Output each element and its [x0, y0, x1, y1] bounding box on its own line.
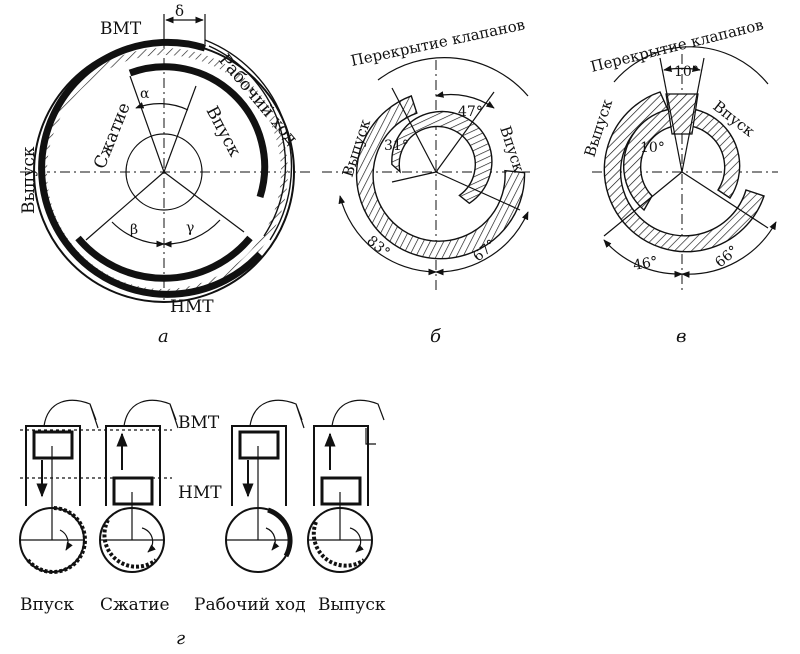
panel-v: Перекрытие клапанов Выпуск Впуск 10° 10°…	[581, 15, 778, 347]
caption-a: а	[158, 326, 169, 347]
label-bdc-g: НМТ	[178, 483, 222, 503]
caption-v: в	[676, 326, 686, 347]
label-intake-b: Впуск	[496, 124, 528, 175]
label-bdc-a: НМТ	[170, 297, 214, 317]
label-tdc-g: ВМТ	[178, 413, 220, 433]
label-47: 47°	[458, 104, 483, 120]
label-tdc-a: ВМТ	[100, 19, 142, 39]
label-intake-a: Впуск	[202, 103, 245, 160]
label-delta: δ	[175, 2, 184, 20]
label-gamma: γ	[186, 220, 194, 236]
caption-b: б	[430, 326, 442, 347]
label-stroke-power: Рабочий ход	[194, 595, 306, 615]
label-exhaust-a: Выпуск	[19, 146, 39, 214]
label-beta: β	[130, 222, 138, 238]
label-10-top: 10°	[674, 64, 699, 80]
label-overlap-b: Перекрытие клапанов	[349, 15, 526, 70]
label-66: 66°	[712, 243, 741, 271]
label-stroke-intake: Впуск	[20, 595, 74, 615]
stroke-exhaust-figure	[307, 399, 385, 573]
caption-g: г	[176, 628, 185, 649]
stroke-power-figure	[225, 399, 305, 573]
label-31: 31°	[384, 138, 409, 154]
label-stroke-exhaust: Выпуск	[318, 595, 386, 615]
label-alpha: α	[140, 86, 150, 102]
panel-b: Перекрытие клапанов Выпуск Впуск 31° 47°…	[322, 15, 530, 347]
label-stroke-compression: Сжатие	[100, 595, 170, 615]
panel-g: ВМТ НМТ	[19, 399, 386, 649]
label-10: 10°	[640, 140, 665, 156]
label-46: 46°	[632, 254, 659, 274]
stroke-compression-figure	[99, 399, 179, 573]
panel-a: ВМТ НМТ δ α β γ Выпуск Сжатие Впуск Рабо…	[19, 2, 310, 347]
stroke-intake-figure	[19, 399, 99, 574]
